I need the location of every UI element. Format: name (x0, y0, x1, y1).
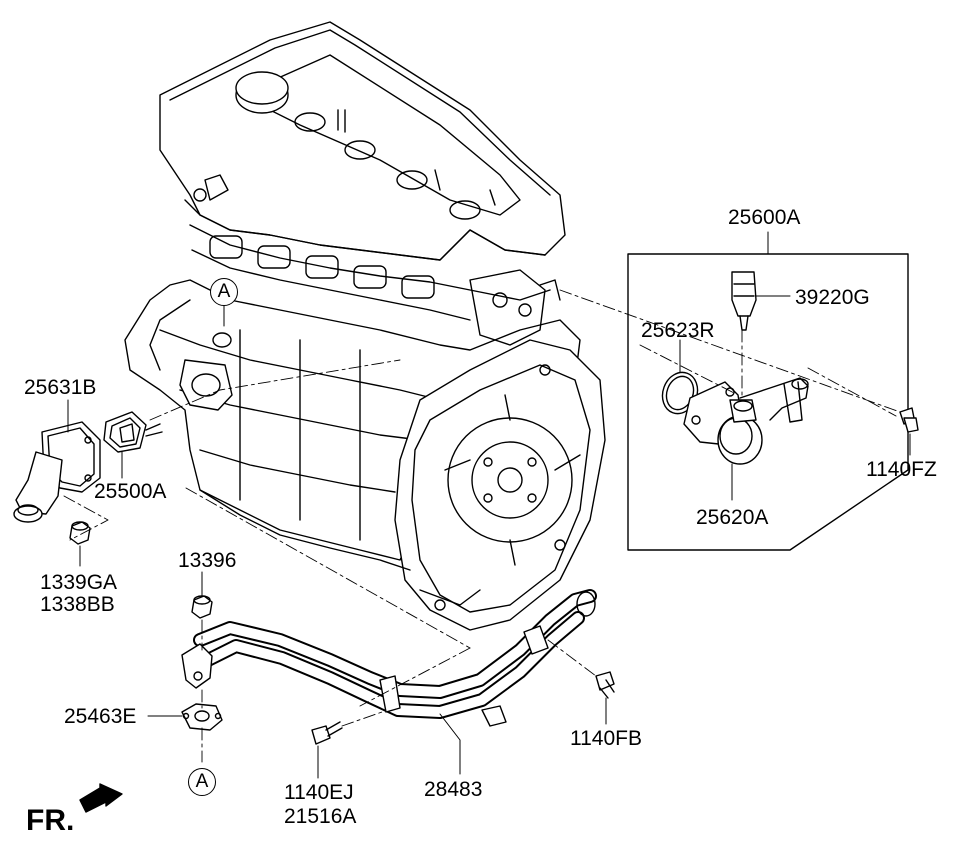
water-pipe (181, 589, 597, 727)
front-arrow (79, 783, 123, 813)
temperature-sensor (731, 271, 757, 331)
reference-marker-a-top: A (210, 278, 238, 306)
part-label-25620a: 25620A (696, 506, 769, 529)
part-label-25600a: 25600A (728, 206, 801, 229)
engine-block (124, 21, 606, 631)
outlet-group-frame (627, 253, 909, 551)
bolt-1140ej (311, 721, 343, 745)
part-label-25631b: 25631B (24, 376, 97, 399)
reference-marker-a-bottom: A (188, 768, 216, 796)
part-label-25623r: 25623R (641, 319, 715, 342)
part-label-1339ga: 1339GA (40, 571, 118, 594)
gasket-25463e (181, 703, 223, 731)
water-outlet-fitting (683, 377, 809, 465)
thermostat-cover (13, 421, 101, 523)
thermostat (103, 411, 163, 453)
part-label-25500a: 25500A (94, 480, 167, 503)
part-label-1140fb: 1140FB (570, 727, 642, 750)
part-label-1338bb: 1338BB (40, 593, 115, 616)
part-label-21516a: 21516A (284, 805, 357, 828)
bolt-1140fb (595, 671, 615, 699)
part-label-39220g: 39220G (795, 286, 870, 309)
nut-1339ga (69, 521, 91, 545)
part-label-25463e: 25463E (64, 705, 137, 728)
front-direction-label: FR. (26, 804, 75, 837)
part-label-28483: 28483 (424, 778, 483, 801)
part-label-13396: 13396 (178, 549, 237, 572)
part-label-1140fz: 1140FZ (866, 458, 937, 481)
nut-13396 (191, 595, 213, 619)
bolt-1140fz (899, 407, 919, 433)
part-label-1140ej: 1140EJ (284, 781, 354, 804)
